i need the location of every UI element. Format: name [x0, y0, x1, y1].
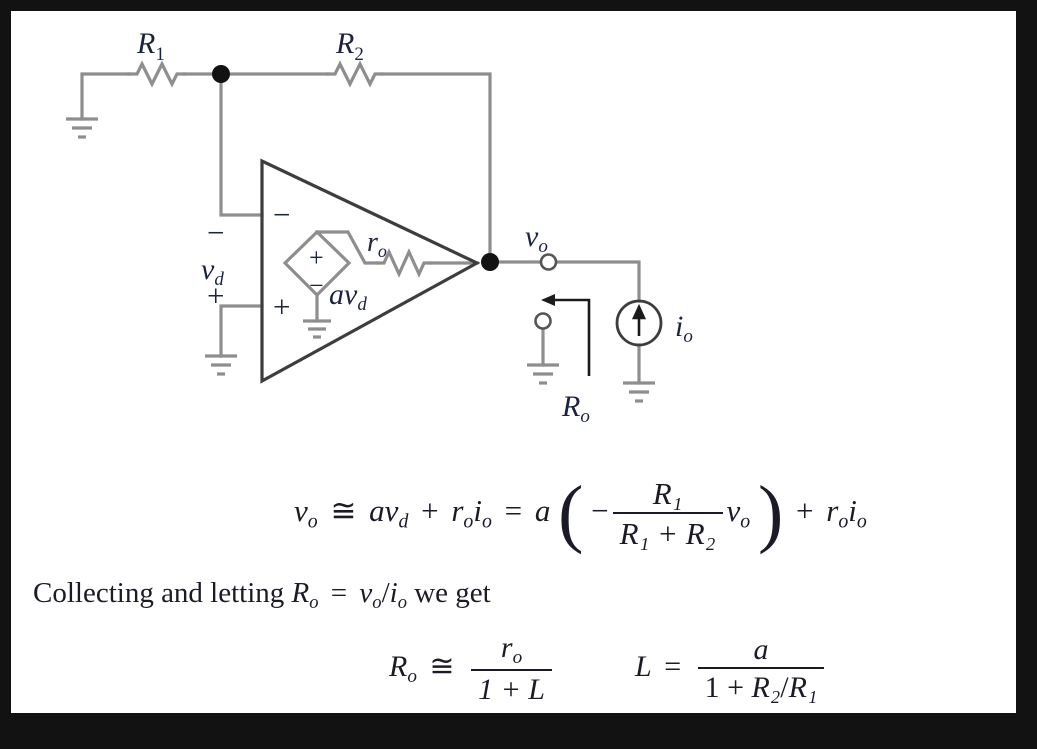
ro-measure-arrow-icon — [541, 294, 591, 376]
wire-node-to-inverting-input — [219, 72, 264, 217]
collecting-slash: / — [381, 577, 390, 609]
vd-minus-sign: − — [207, 215, 224, 250]
eq3-cong: ≅ — [429, 649, 455, 683]
eq1-vo-tail: vo — [726, 493, 751, 533]
dependent-source-diamond — [282, 229, 352, 298]
current-source-circle — [615, 299, 663, 347]
label-r2: R2 — [335, 27, 364, 65]
opamp-inverting-sign: − — [273, 197, 290, 232]
label-r1: R1 — [136, 27, 165, 65]
wire-depsource-to-ro — [315, 230, 379, 265]
eq1-a2: a — [534, 493, 551, 529]
eq1-io: io — [473, 493, 492, 533]
eq1-right-paren: ) — [757, 471, 784, 556]
eq1-equals: = — [504, 493, 523, 529]
terminal-vo — [539, 253, 558, 271]
eq1-frac-den: R₁ + R₂ — [612, 512, 723, 552]
junction-node-output — [481, 253, 499, 271]
eq3-L: L — [635, 649, 652, 683]
resistor-r2-zigzag — [326, 60, 384, 88]
ground-icon-current-source — [623, 381, 655, 403]
depsource-minus-sign: − — [309, 271, 324, 300]
eq1-ro2: ro — [826, 493, 849, 533]
junction-node-inverting — [212, 65, 230, 83]
eq1-minus: − — [591, 493, 609, 529]
eq3-frac-num: ro — [500, 631, 523, 669]
collecting-text-before: Collecting and letting — [33, 577, 285, 609]
wire-vo-to-current-source — [552, 260, 641, 303]
eq1-ro: ro — [451, 493, 474, 533]
resistor-ro-zigzag — [375, 248, 433, 278]
opamp-noninverting-sign: + — [273, 289, 290, 324]
white-sheet: − + − + + − R1 R2 vd avd ro vo io Ro vo … — [11, 11, 1016, 713]
eq3-frac2-num: a — [753, 633, 769, 667]
collecting-equals: = — [330, 577, 348, 609]
label-Ro: Ro — [561, 390, 590, 427]
eq3-frac2-den: 1 + R₂/R₁ — [697, 667, 825, 705]
ground-icon-left — [66, 117, 98, 139]
label-vd: vd — [201, 253, 224, 290]
circuit-diagram: − + − + + − R1 R2 vd avd ro vo io Ro — [66, 27, 693, 427]
eq1-vd: vd — [384, 493, 409, 533]
ground-icon-lower-terminal — [527, 363, 559, 385]
eq3-frac-den: 1 + L — [471, 669, 552, 707]
wire-left-ground-stub — [80, 72, 130, 121]
eq1-cong: ≅ — [330, 493, 357, 529]
eq1-plus2: + — [796, 493, 814, 529]
wire-noninverting-to-ground — [219, 304, 264, 358]
terminal-lower — [534, 312, 552, 330]
label-avd: avd — [329, 278, 367, 315]
ground-icon-noninverting — [205, 354, 237, 376]
ground-icon-depsource — [303, 319, 331, 339]
eq1-frac-num: R₁ — [652, 476, 683, 511]
eq1-plus: + — [421, 493, 439, 529]
eq3-Ro: Ro — [389, 649, 417, 688]
collecting-Ro: Ro — [291, 577, 319, 613]
eq1-left-paren: ( — [558, 471, 584, 556]
label-io: io — [675, 310, 693, 347]
vd-plus-sign: + — [207, 278, 224, 313]
eq1-a: a — [369, 493, 385, 529]
collecting-line: Collecting and letting Ro = vo/io we get — [33, 577, 491, 614]
collecting-io: io — [389, 577, 407, 613]
eq1-vo: vo — [294, 493, 318, 533]
collecting-text-after: we get — [414, 577, 491, 609]
opamp-triangle — [260, 158, 481, 384]
eq3-equals: = — [664, 649, 682, 683]
resistor-r1-zigzag — [128, 60, 186, 88]
current-source-arrow-icon — [631, 303, 647, 336]
label-vo: vo — [525, 220, 548, 257]
wire-feedback-right — [380, 72, 492, 264]
label-ro-small: ro — [367, 227, 387, 261]
eq1-io2: io — [848, 493, 867, 533]
depsource-plus-sign: + — [309, 243, 324, 272]
collecting-vo: vo — [359, 577, 382, 613]
